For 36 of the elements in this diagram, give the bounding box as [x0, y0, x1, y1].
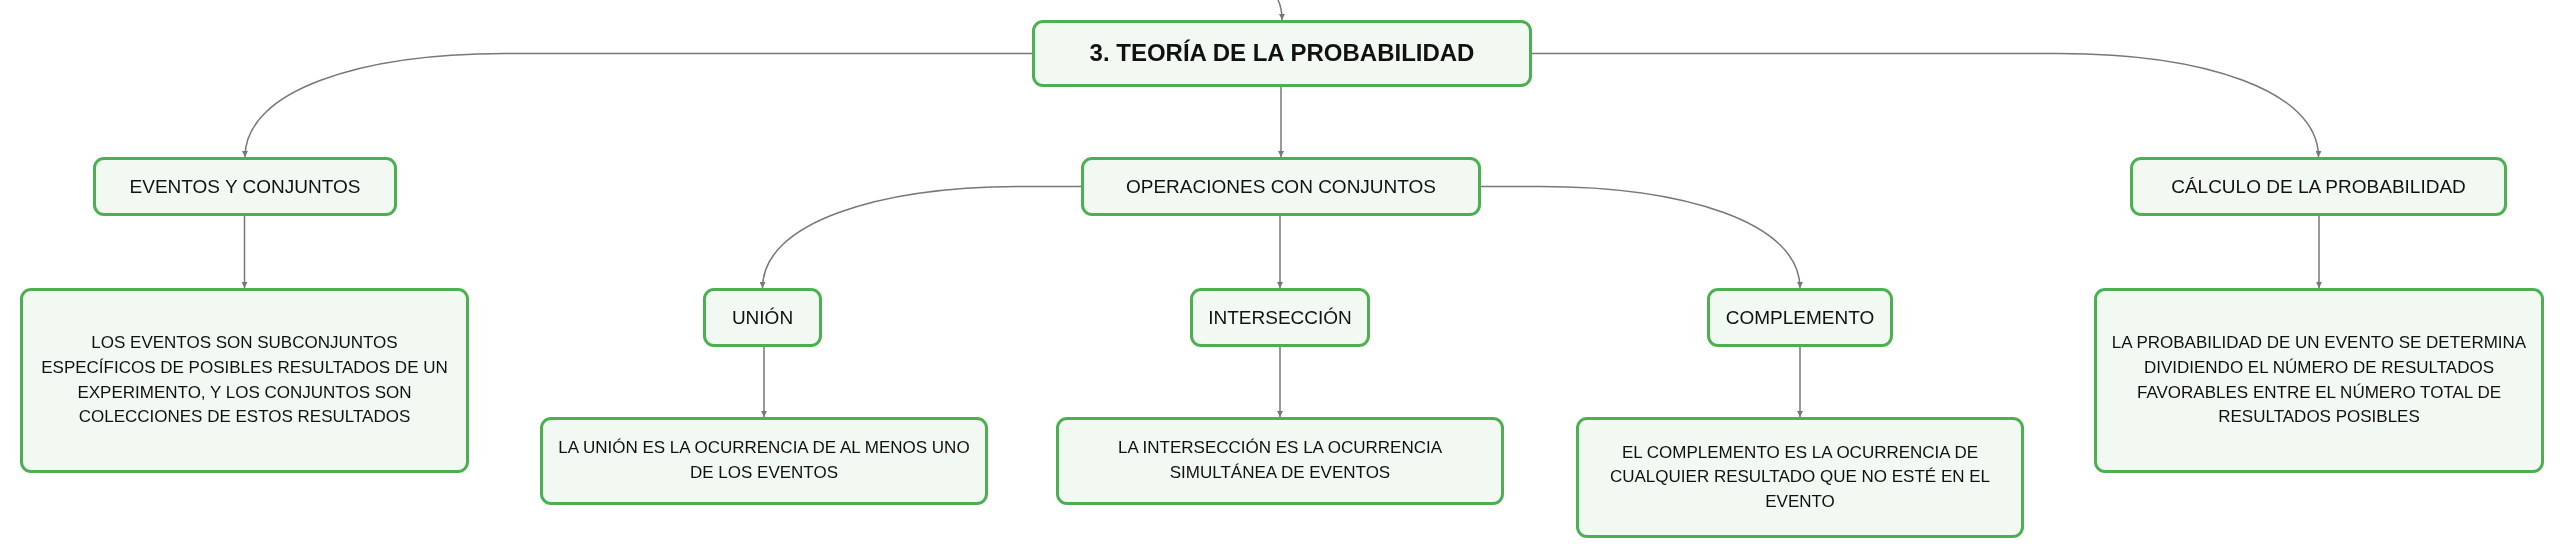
- topic-box: [2130, 157, 2507, 216]
- topic-box: [1081, 157, 1481, 216]
- topic-box: [93, 157, 397, 216]
- root-topic-box: [1032, 20, 1532, 87]
- connector-line: [1278, 86, 1284, 158]
- node-text: CÁLCULO DE LA PROBABILIDAD: [2171, 174, 2466, 199]
- node-text: OPERACIONES CON CONJUNTOS: [1126, 174, 1436, 199]
- node-text: LOS EVENTOS SON SUBCONJUNTOS ESPECÍFICOS DE POSIBLES RESULTADOS DE UN EXPERIMENTO, Y LOS CONJUNTOS SON COLECCIONES DE ESTOS RESULTADOS: [40, 332, 449, 429]
- connector-line: [1277, 346, 1283, 418]
- topic-box: [1190, 288, 1370, 347]
- node-text: EL COMPLEMENTO ES LA OCURRENCIA DE CUALQUIER RESULTADO QUE NO ESTÉ EN EL EVENTO: [1608, 441, 1992, 513]
- connector-line: [241, 215, 248, 289]
- connector-line: [242, 52, 1033, 158]
- node-text: 3. TEORÍA DE LA PROBABILIDAD: [1089, 38, 1475, 69]
- topic-box: [703, 288, 822, 347]
- connector-line: [761, 346, 767, 418]
- connector-line: [1797, 346, 1803, 418]
- connector-line: [1480, 185, 1803, 289]
- topic-box: [1707, 288, 1893, 347]
- node-text: UNIÓN: [731, 305, 794, 330]
- connector-line: [760, 185, 1082, 289]
- connector-line: [2316, 215, 2322, 289]
- node-text: LA PROBABILIDAD DE UN EVENTO SE DETERMINA DIVIDIENDO EL NÚMERO DE RESULTADOS FAVORABLES ENTRE EL NÚMERO TOTAL DE RESULTADOS POSIBLES: [2111, 332, 2527, 429]
- connector-line: [1277, 0, 1285, 21]
- connector-line: [1277, 215, 1283, 289]
- description-box: [540, 417, 988, 505]
- connector-line: [1531, 52, 2321, 158]
- description-box: [20, 288, 469, 473]
- node-text: EVENTOS Y CONJUNTOS: [129, 174, 361, 199]
- description-box: [1056, 417, 1504, 505]
- description-box: [1576, 417, 2024, 538]
- node-text: INTERSECCIÓN: [1208, 305, 1352, 330]
- node-text: LA UNIÓN ES LA OCURRENCIA DE AL MENOS UNO DE LOS EVENTOS: [557, 437, 971, 484]
- node-text: LA INTERSECCIÓN ES LA OCURRENCIA SIMULTÁNEA DE EVENTOS: [1117, 437, 1443, 484]
- description-box: [2094, 288, 2544, 473]
- node-text: COMPLEMENTO: [1725, 305, 1875, 330]
